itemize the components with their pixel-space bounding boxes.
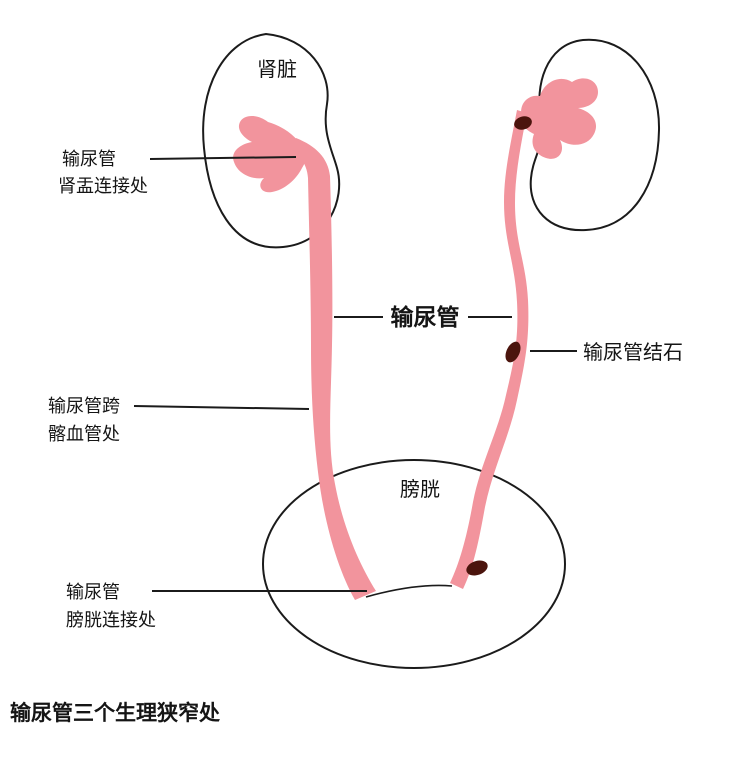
bladder-label: 膀胱 xyxy=(400,478,440,501)
upj-label-line1: 输尿管 xyxy=(62,149,116,169)
diagram-title: 输尿管三个生理狭窄处 xyxy=(10,701,220,725)
stone-label: 输尿管结石 xyxy=(583,341,683,364)
right-renal-pelvis xyxy=(521,78,598,159)
stone-lower xyxy=(466,560,488,576)
bladder-neck-line xyxy=(365,584,453,598)
left-ureter xyxy=(286,138,376,600)
kidney-label: 肾脏 xyxy=(257,58,297,81)
uvj-label-line2: 膀胱连接处 xyxy=(66,610,156,630)
iliac-label-line1: 输尿管跨 xyxy=(48,396,120,416)
iliac-label-line2: 髂血管处 xyxy=(48,424,120,444)
ureter-label: 输尿管 xyxy=(391,304,460,330)
stone-upper xyxy=(514,116,532,130)
right-ureter xyxy=(450,110,529,589)
upj-label-line2: 肾盂连接处 xyxy=(58,176,148,196)
uvj-label-line1: 输尿管 xyxy=(66,582,120,602)
upj-pointer-line xyxy=(149,156,297,160)
left-renal-pelvis xyxy=(233,116,306,193)
stone-middle xyxy=(505,341,521,363)
iliac-pointer-line xyxy=(133,405,310,410)
